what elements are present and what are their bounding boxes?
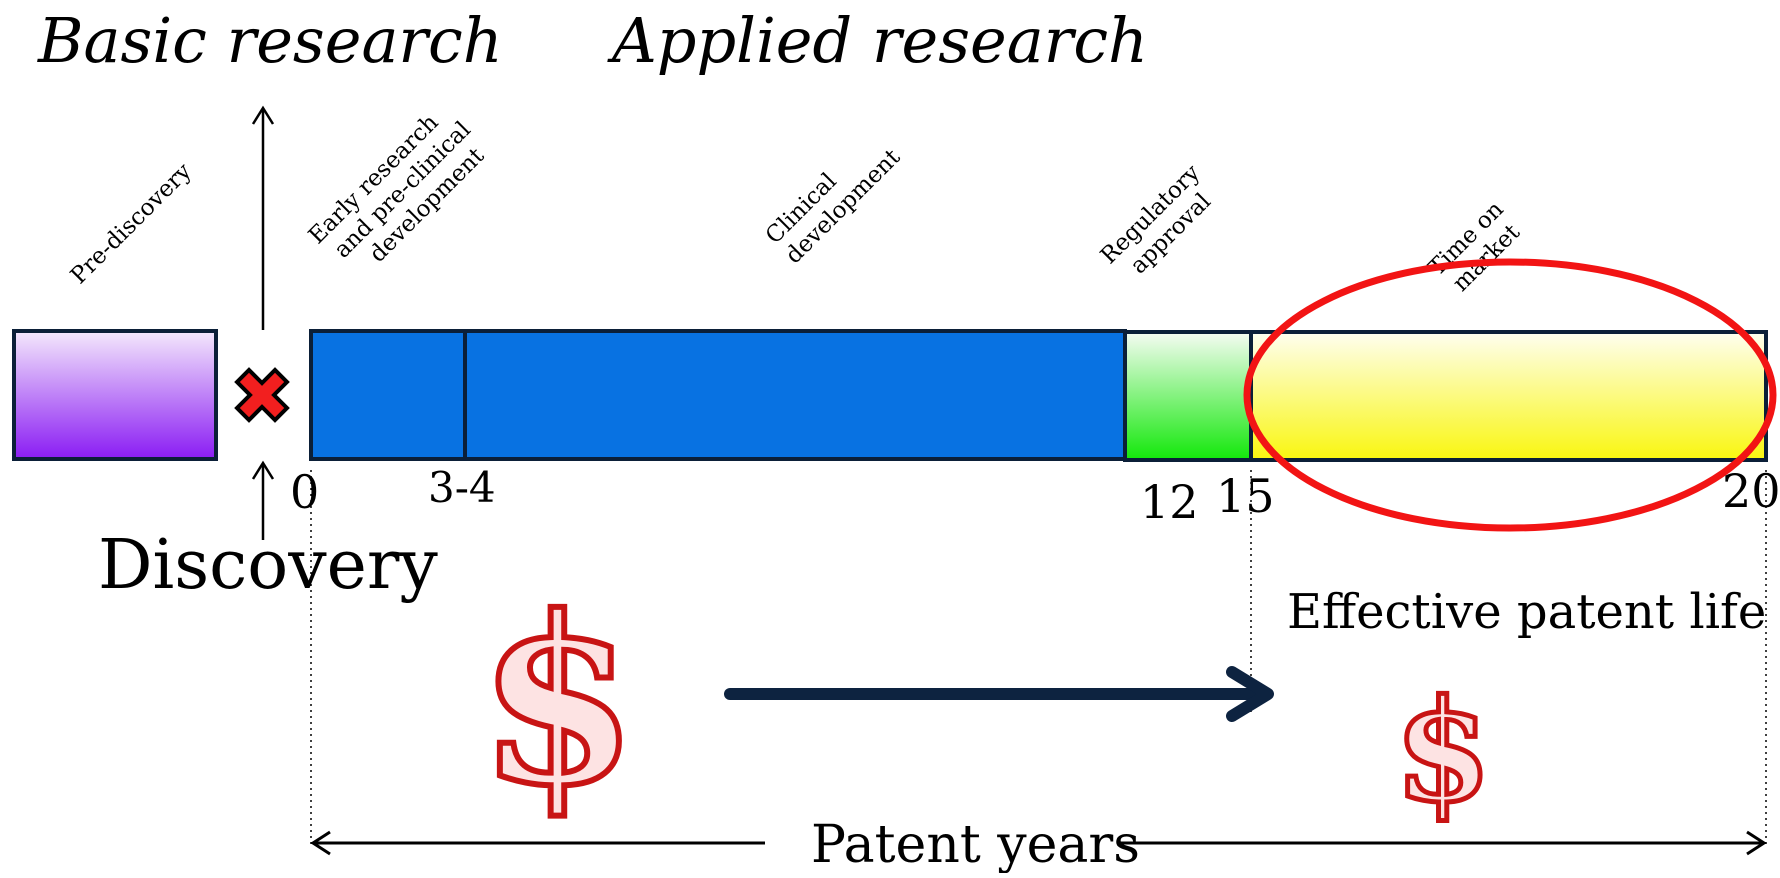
- discovery-arrowhead: [251, 460, 275, 480]
- dollar-sign-icon: $: [478, 567, 638, 837]
- bar-early-research: [309, 329, 467, 461]
- basic-research-heading: Basic research: [37, 4, 503, 77]
- market-highlight-ring: [1243, 258, 1777, 532]
- tick-0: 0: [290, 465, 319, 519]
- applied-research-heading: Applied research: [607, 4, 1148, 77]
- patent-years-label: Patent years: [811, 815, 1140, 873]
- phase-label-pre-discovery: Pre-discovery: [66, 158, 197, 289]
- bar-regulatory: [1123, 330, 1253, 462]
- phase-label-regulatory: Regulatory approval: [1096, 160, 1216, 279]
- tick-20: 20: [1722, 464, 1780, 518]
- phase-label-clinical: Clinical development: [761, 144, 906, 269]
- tick-12: 12: [1140, 475, 1199, 529]
- phase-label-early-research: Early research and pre-clinical developm…: [304, 109, 490, 267]
- discovery-label: Discovery: [98, 526, 438, 605]
- phase-label-market: Time on market: [1424, 196, 1526, 297]
- bar-pre-discovery: [12, 329, 218, 461]
- tick-15: 15: [1216, 469, 1275, 523]
- time-to-market-arrowhead: [1226, 666, 1274, 722]
- effective-patent-life-label: Effective patent life: [1287, 584, 1766, 640]
- bar-clinical: [463, 329, 1127, 461]
- basic-to-applied-arrowhead: [251, 105, 275, 125]
- patent-years-arrowhead-left: [310, 830, 331, 856]
- tick-3-4: 3-4: [428, 463, 496, 512]
- patent-years-arrowhead-right: [1746, 830, 1767, 856]
- x-cross-icon: [234, 367, 290, 423]
- dollar-sign-icon: $: [1394, 670, 1491, 834]
- bar-market: [1249, 330, 1768, 462]
